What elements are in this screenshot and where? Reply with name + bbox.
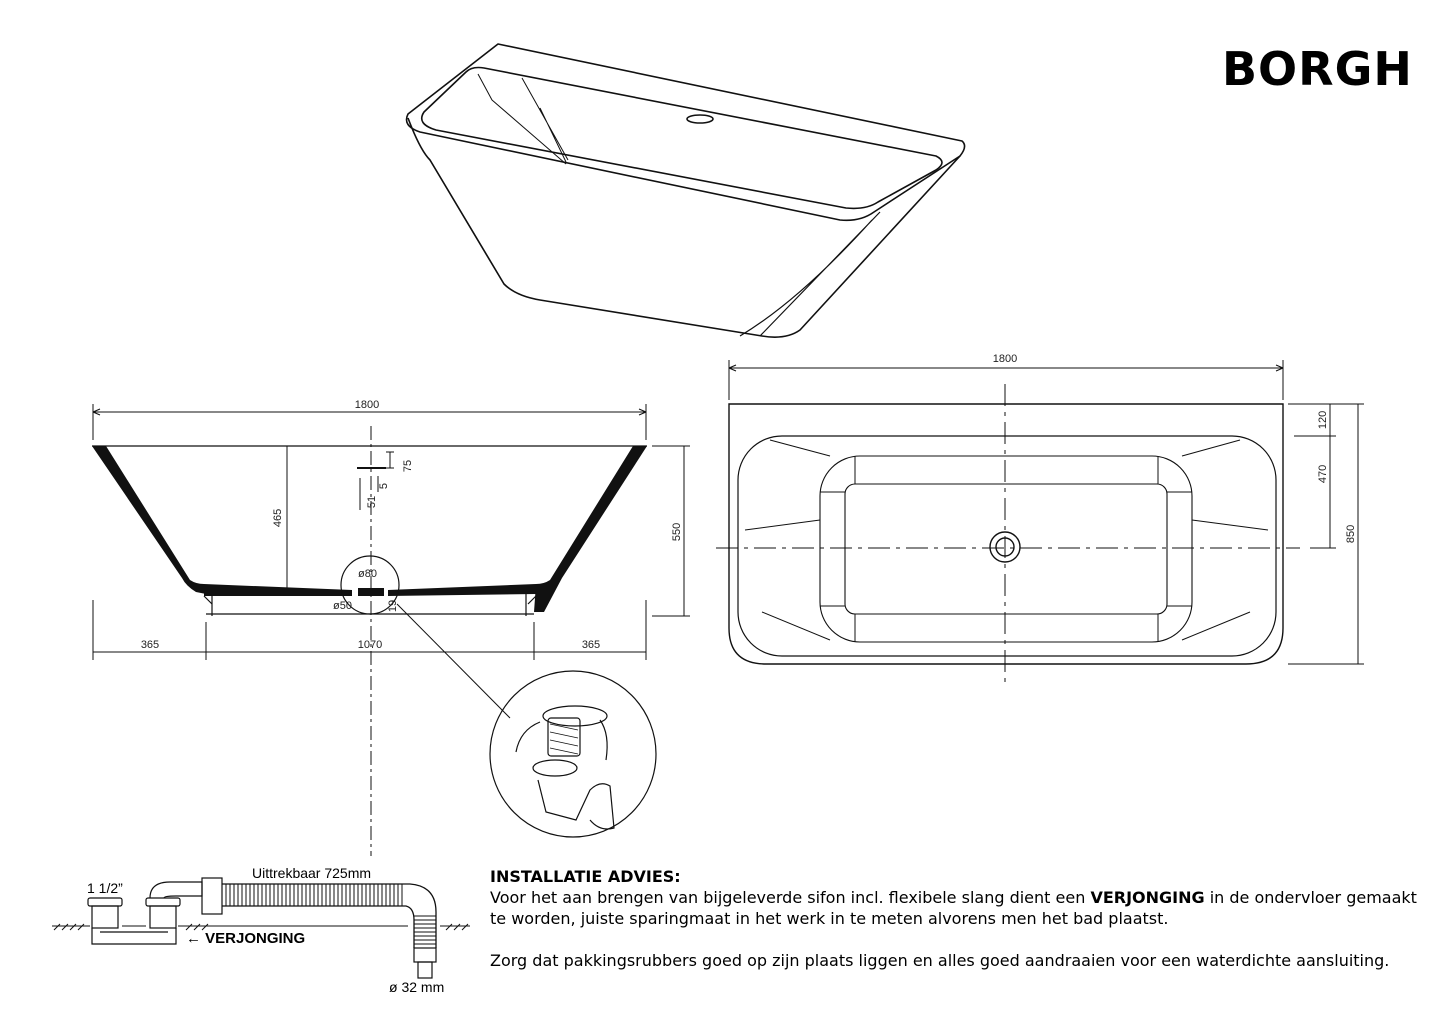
- overflow-height: 75: [402, 460, 414, 472]
- top-drain-outer: [989, 531, 1021, 563]
- side-overall-width: 1800: [355, 399, 379, 411]
- inner-depth: 465: [272, 509, 284, 527]
- overflow-detail: [686, 114, 714, 124]
- left-offset: 365: [141, 639, 159, 651]
- top-inner-rim: [737, 435, 1277, 657]
- perspective-body: [407, 117, 961, 338]
- installation-advice: INSTALLATIE ADVIES: Voor het aan brengen…: [490, 866, 1430, 971]
- reducer-label: ← VERJONGING: [186, 930, 305, 947]
- side-tub-bottom: [204, 584, 536, 596]
- drain-detail: [489, 670, 657, 838]
- base-width: 1070: [358, 639, 382, 651]
- perspective-body-edges: [429, 159, 881, 337]
- sifon-drawing: Uittrekbaar 725mm 1 1/2” ← VERJONGING ø …: [52, 865, 470, 995]
- top-basin-floor: [819, 455, 1193, 643]
- detail-leader: [396, 603, 511, 719]
- top-view: 1800: [716, 353, 1364, 686]
- top-outline: [728, 403, 1284, 665]
- advice-heading: INSTALLATIE ADVIES:: [490, 867, 681, 886]
- drain-body: [358, 588, 384, 596]
- right-offset: 365: [582, 639, 600, 651]
- perspective-view: [405, 43, 966, 338]
- advice-paragraph-2: Zorg dat pakkingsrubbers goed op zijn pl…: [490, 951, 1390, 970]
- top-overall-length: 1800: [993, 353, 1017, 365]
- top-overall-width: 850: [1345, 525, 1357, 543]
- perspective-outer-rim: [405, 43, 966, 222]
- perspective-basin-lines: [477, 73, 569, 165]
- hose-ribs: [225, 884, 436, 945]
- drain-outer-dia: ø80: [358, 568, 377, 580]
- perspective-inner-rim: [420, 66, 943, 210]
- top-basin-inner: [844, 483, 1168, 615]
- total-height: 550: [671, 523, 683, 541]
- side-tub-wall-right: [534, 446, 647, 612]
- overflow-gap: 5: [378, 483, 390, 489]
- extendable-label: Uittrekbaar 725mm: [252, 865, 371, 881]
- center-offset: 470: [1317, 465, 1329, 483]
- thread-size: 1 1/2”: [87, 880, 123, 896]
- advice-paragraph-1-cont: te worden, juiste sparingmaat in het wer…: [490, 909, 1169, 928]
- pipe-diameter: ø 32 mm: [389, 979, 444, 995]
- side-tub-wall-left: [92, 446, 206, 594]
- brand-logo: BORGH: [1222, 42, 1413, 96]
- drain-detail-circle: [340, 555, 400, 615]
- drain-depth: 19: [387, 600, 399, 612]
- side-view: 1800 75 5 51 465: [92, 399, 690, 856]
- advice-paragraph-1: Voor het aan brengen van bijgeleverde si…: [490, 888, 1417, 907]
- rim-width: 120: [1317, 411, 1329, 429]
- drain-inner-dia: ø50: [333, 600, 352, 612]
- drain-offset: 51: [366, 496, 378, 508]
